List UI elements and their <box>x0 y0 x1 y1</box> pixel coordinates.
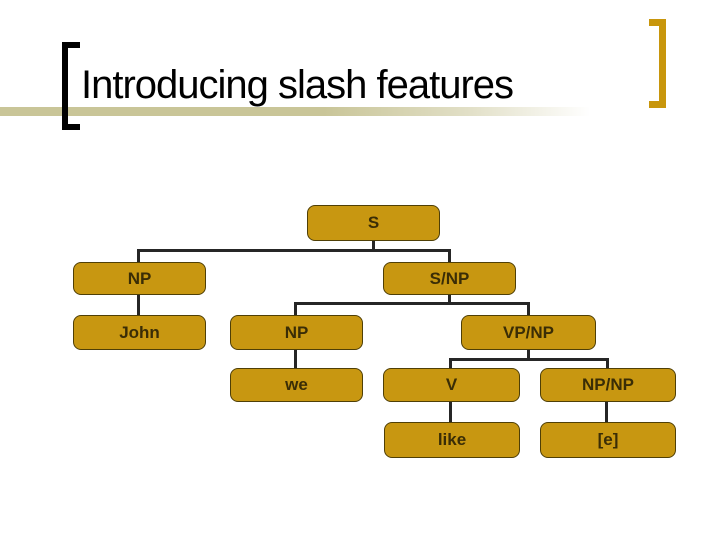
connector-drop-v <box>449 358 452 368</box>
connector-snp-stem <box>448 295 451 305</box>
tree-node-s-np: S/NP <box>383 262 516 295</box>
connector-s-children <box>137 249 451 252</box>
connector-vpnp-children <box>449 358 609 361</box>
page-title: Introducing slash features <box>81 63 514 107</box>
tree-node-s: S <box>307 205 440 241</box>
left-bracket-icon <box>62 42 80 130</box>
connector-drop-np-left <box>137 249 140 262</box>
tree-node-we: we <box>230 368 363 402</box>
tree-node-np-left: NP <box>73 262 206 295</box>
tree-node-like: like <box>384 422 520 458</box>
tree-node-np-np: NP/NP <box>540 368 676 402</box>
connector-drop-vp-np <box>527 302 530 315</box>
tree-node-e: [e] <box>540 422 676 458</box>
connector-drop-np-mid <box>294 302 297 315</box>
connector-drop-np-np <box>606 358 609 368</box>
title-underline-band <box>0 107 720 116</box>
tree-node-john: John <box>73 315 206 350</box>
tree-node-np-mid: NP <box>230 315 363 350</box>
connector-snp-children <box>294 302 530 305</box>
connector-vpnp-stem <box>527 350 530 361</box>
connector-np-john <box>137 294 140 315</box>
connector-npnp-e <box>605 402 608 422</box>
connector-drop-s-np <box>448 249 451 262</box>
tree-node-vp-np: VP/NP <box>461 315 596 350</box>
connector-s-stem <box>372 241 375 252</box>
tree-node-v: V <box>383 368 520 402</box>
right-bracket-icon <box>649 19 666 108</box>
connector-v-like <box>449 402 452 422</box>
connector-np-we <box>294 350 297 368</box>
